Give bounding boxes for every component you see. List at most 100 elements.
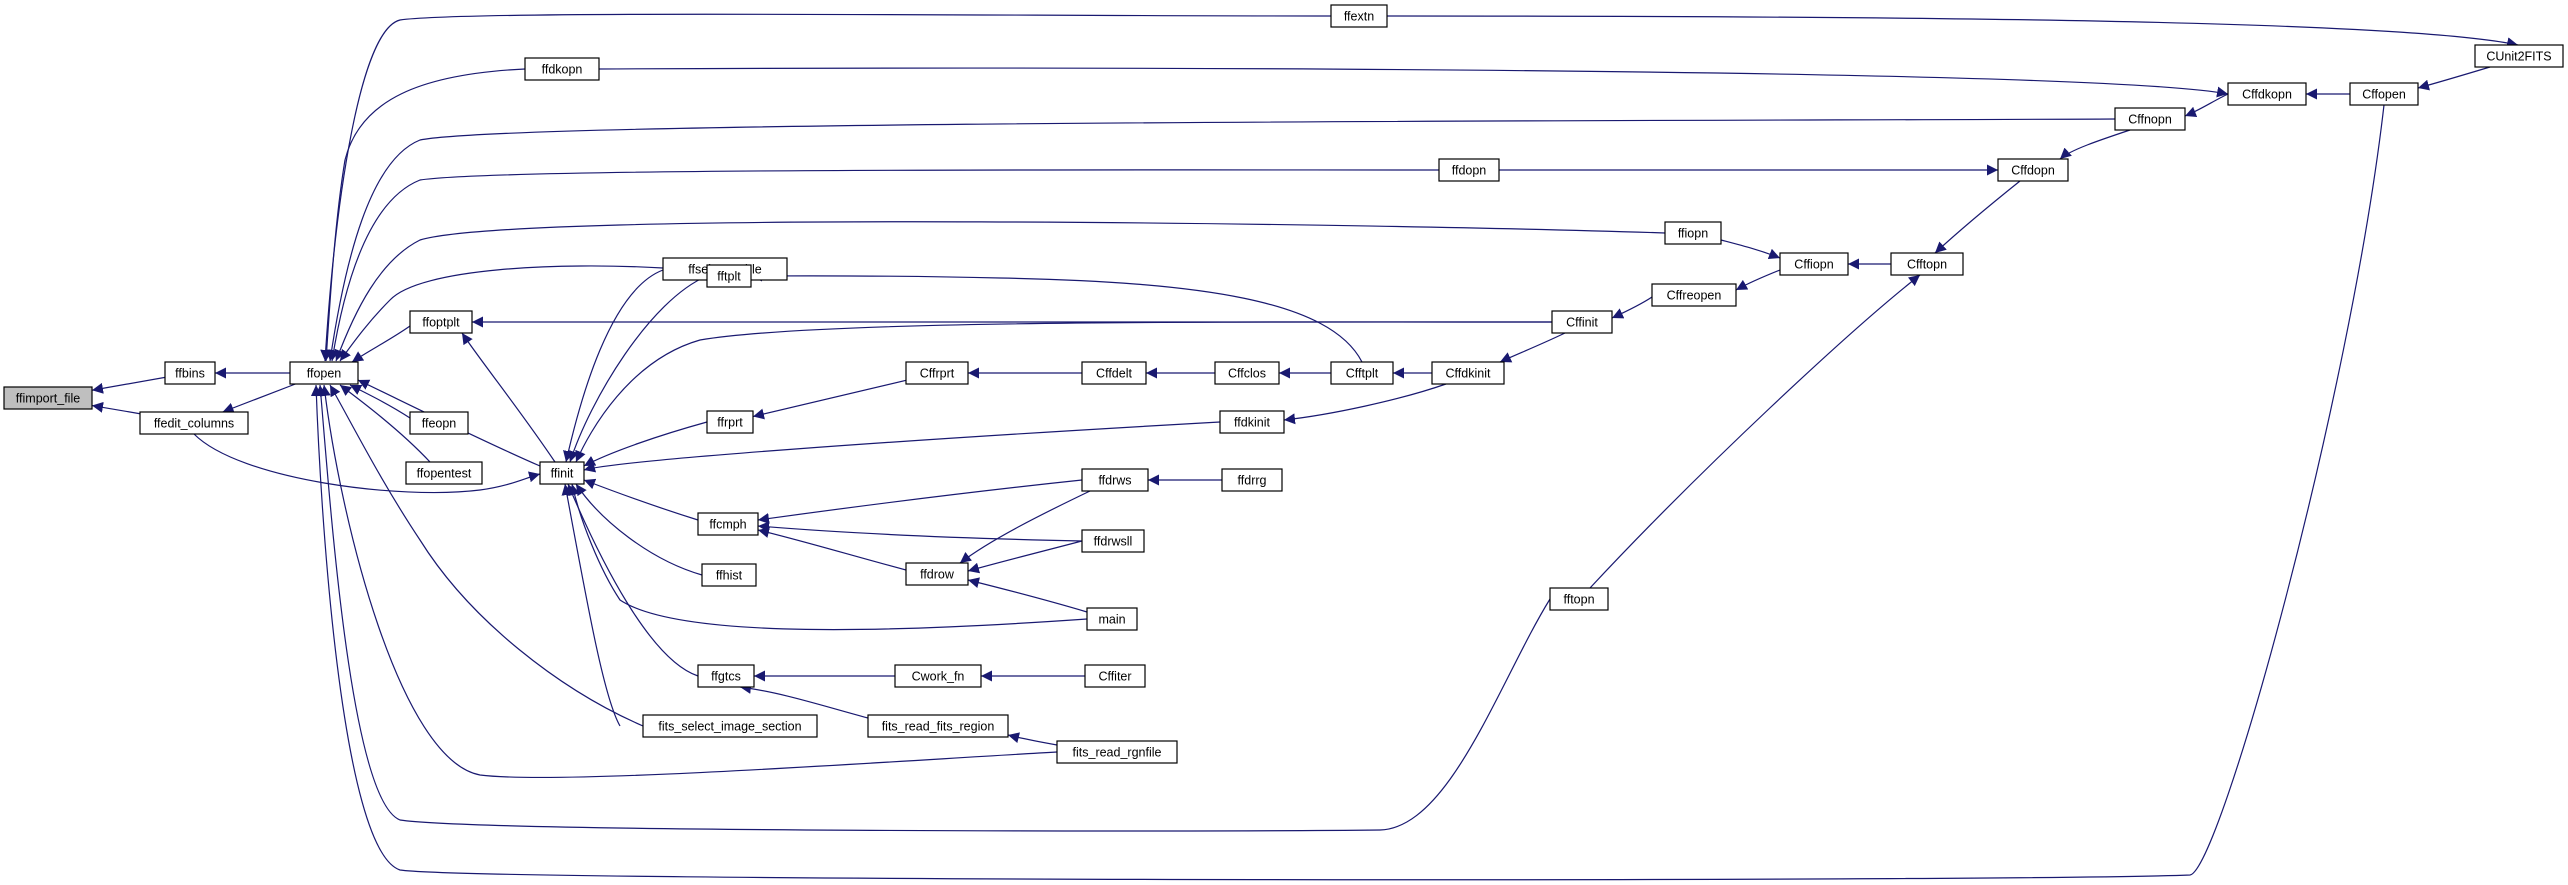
node-ffiopn[interactable]: ffiopn bbox=[1664, 221, 1722, 245]
node-Cffnopn[interactable]: Cffnopn bbox=[2114, 107, 2186, 131]
node-box[interactable] bbox=[2114, 107, 2186, 131]
edge-ffiopn-to-Cffiopn bbox=[1720, 239, 1781, 260]
node-box[interactable] bbox=[1219, 410, 1285, 434]
node-box[interactable] bbox=[1330, 4, 1388, 28]
node-box[interactable] bbox=[706, 264, 752, 288]
node-Cffiopn[interactable]: Cffiopn bbox=[1779, 252, 1849, 276]
node-box[interactable] bbox=[409, 411, 469, 435]
edge-line bbox=[583, 421, 708, 467]
node-Cffopen[interactable]: Cffopen bbox=[2349, 82, 2419, 106]
node-box[interactable] bbox=[697, 512, 759, 536]
node-box[interactable] bbox=[1214, 361, 1280, 385]
node-ffdopn[interactable]: ffdopn bbox=[1438, 158, 1500, 182]
edge-Cffdkopn-to-Cffnopn bbox=[2184, 93, 2229, 118]
node-box[interactable] bbox=[894, 664, 982, 688]
node-box[interactable] bbox=[1551, 310, 1613, 334]
node-box[interactable] bbox=[1664, 221, 1722, 245]
node-ffopentest[interactable]: ffopentest bbox=[405, 461, 483, 485]
node-ffimport_file[interactable]: ffimport_file bbox=[3, 386, 93, 410]
node-box[interactable] bbox=[524, 57, 600, 81]
node-fits_read_rgnfile[interactable]: fits_read_rgnfile bbox=[1056, 740, 1178, 764]
node-box[interactable] bbox=[1431, 361, 1505, 385]
node-box[interactable] bbox=[409, 310, 473, 334]
node-box[interactable] bbox=[1081, 468, 1149, 492]
node-ffrprt[interactable]: ffrprt bbox=[706, 410, 754, 434]
node-box[interactable] bbox=[1651, 283, 1737, 307]
node-box[interactable] bbox=[701, 563, 757, 587]
node-box[interactable] bbox=[1890, 252, 1964, 276]
node-ffextn[interactable]: ffextn bbox=[1330, 4, 1388, 28]
node-box[interactable] bbox=[2474, 44, 2564, 68]
node-box[interactable] bbox=[2349, 82, 2419, 106]
node-fftopn[interactable]: fftopn bbox=[1549, 587, 1609, 611]
node-ffoptplt[interactable]: ffoptplt bbox=[409, 310, 473, 334]
node-box[interactable] bbox=[867, 714, 1009, 738]
node-ffdrwsll[interactable]: ffdrwsll bbox=[1081, 529, 1145, 553]
node-ffdrow[interactable]: ffdrow bbox=[905, 562, 969, 586]
node-Cffiter[interactable]: Cffiter bbox=[1084, 664, 1146, 688]
node-Cffdelt[interactable]: Cffdelt bbox=[1081, 361, 1147, 385]
node-ffinit[interactable]: ffinit bbox=[539, 461, 585, 485]
node-box[interactable] bbox=[289, 361, 359, 385]
node-label: Cffrprt bbox=[920, 367, 955, 381]
node-ffedit_columns[interactable]: ffedit_columns bbox=[139, 411, 249, 435]
node-box[interactable] bbox=[706, 410, 754, 434]
node-fits_read_fits_region[interactable]: fits_read_fits_region bbox=[867, 714, 1009, 738]
node-box[interactable] bbox=[1081, 529, 1145, 553]
node-Cfftplt[interactable]: Cfftplt bbox=[1330, 361, 1394, 385]
node-box[interactable] bbox=[1997, 158, 2069, 182]
edge-ffdopn-to-ffopen bbox=[328, 169, 1440, 362]
node-Cffinit[interactable]: Cffinit bbox=[1551, 310, 1613, 334]
node-Cffreopen[interactable]: Cffreopen bbox=[1651, 283, 1737, 307]
edge-line bbox=[567, 483, 699, 677]
node-box[interactable] bbox=[164, 361, 216, 385]
node-box[interactable] bbox=[1084, 664, 1146, 688]
node-box[interactable] bbox=[1086, 607, 1138, 631]
edge-ffextn-to-CUnit2FITS bbox=[1386, 15, 2519, 49]
node-label: fftplt bbox=[717, 270, 741, 284]
edge-Cffreopen-to-Cffinit bbox=[1611, 296, 1653, 319]
node-fits_select_image_section[interactable]: fits_select_image_section bbox=[642, 714, 818, 738]
node-ffdkopn[interactable]: ffdkopn bbox=[524, 57, 600, 81]
node-ffcmph[interactable]: ffcmph bbox=[697, 512, 759, 536]
node-fftplt[interactable]: fftplt bbox=[706, 264, 752, 288]
node-box[interactable] bbox=[405, 461, 483, 485]
node-ffdrws[interactable]: ffdrws bbox=[1081, 468, 1149, 492]
edge-line bbox=[583, 421, 1221, 473]
node-ffopen[interactable]: ffopen bbox=[289, 361, 359, 385]
node-ffhist[interactable]: ffhist bbox=[701, 563, 757, 587]
node-box[interactable] bbox=[905, 562, 969, 586]
node-box[interactable] bbox=[1221, 468, 1283, 492]
node-Cfftopn[interactable]: Cfftopn bbox=[1890, 252, 1964, 276]
node-box[interactable] bbox=[1081, 361, 1147, 385]
node-box[interactable] bbox=[1330, 361, 1394, 385]
node-Cffclos[interactable]: Cffclos bbox=[1214, 361, 1280, 385]
node-ffeopn[interactable]: ffeopn bbox=[409, 411, 469, 435]
node-box[interactable] bbox=[1549, 587, 1609, 611]
node-ffdrrg[interactable]: ffdrrg bbox=[1221, 468, 1283, 492]
node-CUnit2FITS[interactable]: CUnit2FITS bbox=[2474, 44, 2564, 68]
node-Cffdkopn[interactable]: Cffdkopn bbox=[2227, 82, 2307, 106]
edge-ffselect_table-to-ffinit bbox=[563, 269, 664, 463]
node-box[interactable] bbox=[2227, 82, 2307, 106]
edge-line bbox=[222, 383, 296, 414]
node-Cffdkinit[interactable]: Cffdkinit bbox=[1431, 361, 1505, 385]
node-ffbins[interactable]: ffbins bbox=[164, 361, 216, 385]
node-Cffrprt[interactable]: Cffrprt bbox=[905, 361, 969, 385]
node-label: Cffiopn bbox=[1794, 258, 1833, 272]
node-Cffdopn[interactable]: Cffdopn bbox=[1997, 158, 2069, 182]
node-box[interactable] bbox=[905, 361, 969, 385]
node-box[interactable] bbox=[539, 461, 585, 485]
node-ffgtcs[interactable]: ffgtcs bbox=[697, 664, 755, 688]
node-Cwork_fn[interactable]: Cwork_fn bbox=[894, 664, 982, 688]
node-box[interactable] bbox=[697, 664, 755, 688]
edge-line bbox=[461, 332, 556, 463]
node-box[interactable] bbox=[1779, 252, 1849, 276]
node-box[interactable] bbox=[1438, 158, 1500, 182]
node-main[interactable]: main bbox=[1086, 607, 1138, 631]
node-box[interactable] bbox=[642, 714, 818, 738]
node-box[interactable] bbox=[139, 411, 249, 435]
node-ffdkinit[interactable]: ffdkinit bbox=[1219, 410, 1285, 434]
node-box[interactable] bbox=[1056, 740, 1178, 764]
node-box[interactable] bbox=[3, 386, 93, 410]
